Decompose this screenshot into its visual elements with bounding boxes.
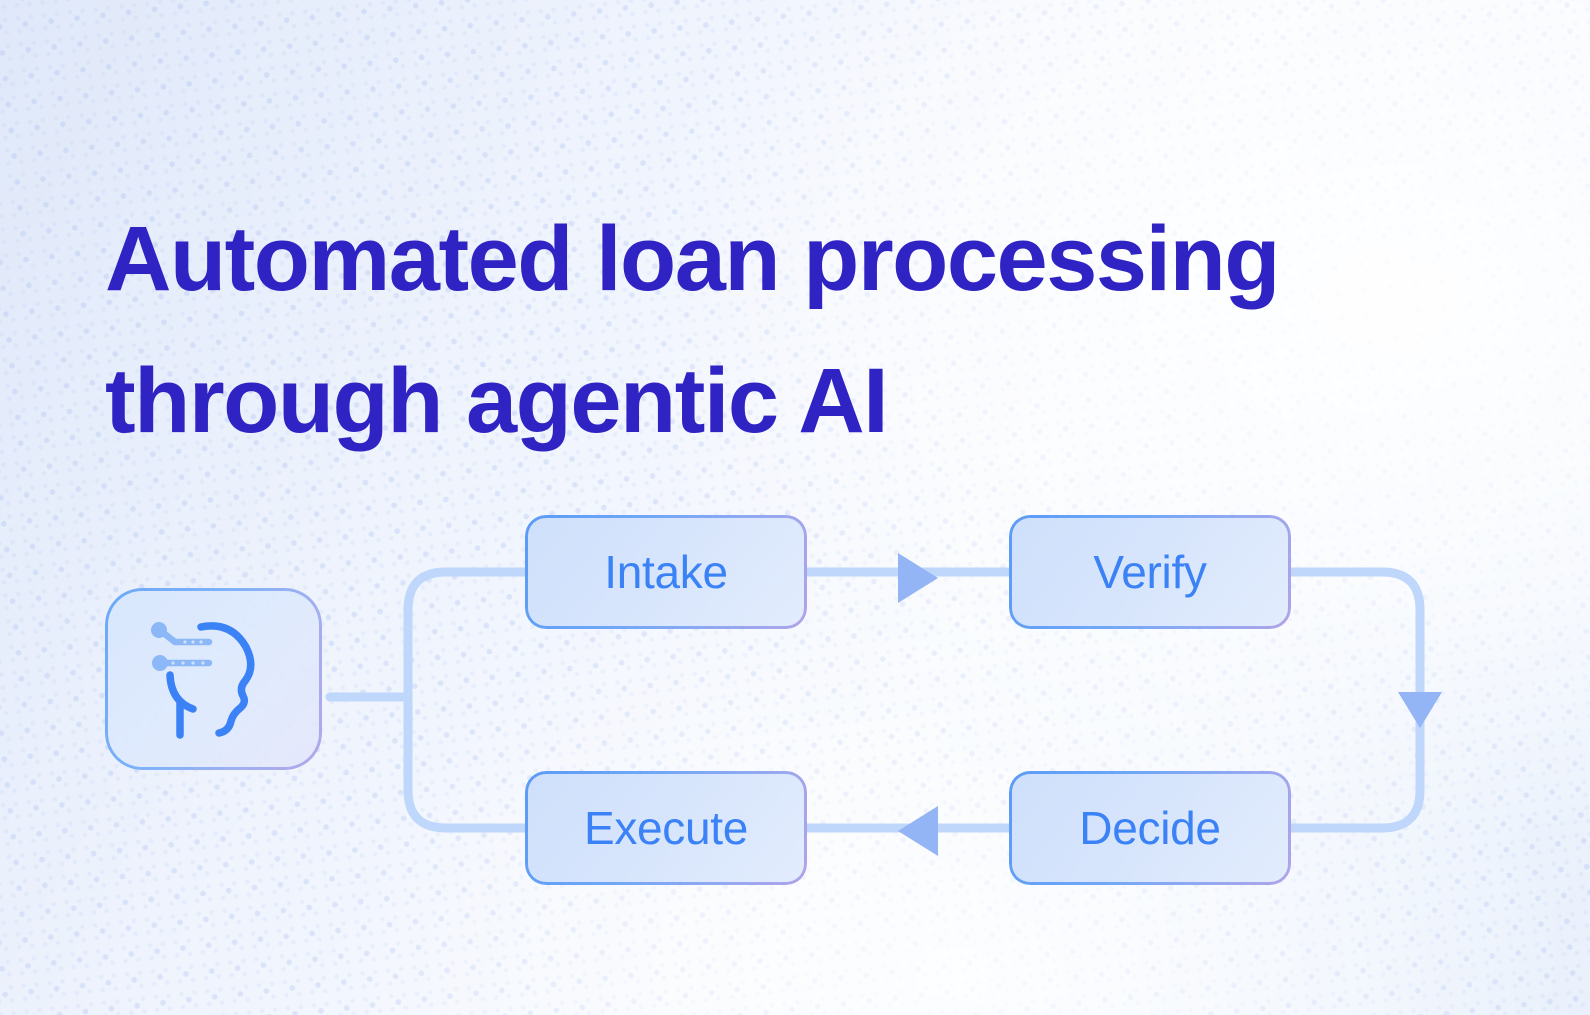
connector-agent-to-execute bbox=[403, 692, 533, 833]
arrowhead-left-decide-execute bbox=[898, 806, 938, 856]
connector-agent-to-intake bbox=[403, 567, 533, 702]
flow-node-intake-label: Intake bbox=[604, 546, 728, 598]
flow-node-execute[interactable]: Execute bbox=[528, 774, 804, 882]
flow-node-verify[interactable]: Verify bbox=[1012, 518, 1288, 626]
arrowhead-right-intake-verify bbox=[898, 553, 938, 603]
ai-head-circuit-icon bbox=[150, 622, 254, 739]
flow-node-decide[interactable]: Decide bbox=[1012, 774, 1288, 882]
flow-node-execute-label: Execute bbox=[583, 802, 749, 854]
flow-node-decide-label: Decide bbox=[1079, 802, 1221, 854]
flow-node-intake[interactable]: Intake bbox=[528, 518, 804, 626]
page-title: Automated loan processing through agenti… bbox=[105, 207, 1281, 452]
arrowhead-down-verify-decide bbox=[1398, 692, 1442, 728]
connector-verify-to-decide bbox=[1283, 567, 1425, 833]
agent-icon-tile[interactable] bbox=[105, 588, 322, 770]
flow-node-verify-label: Verify bbox=[1093, 546, 1207, 598]
